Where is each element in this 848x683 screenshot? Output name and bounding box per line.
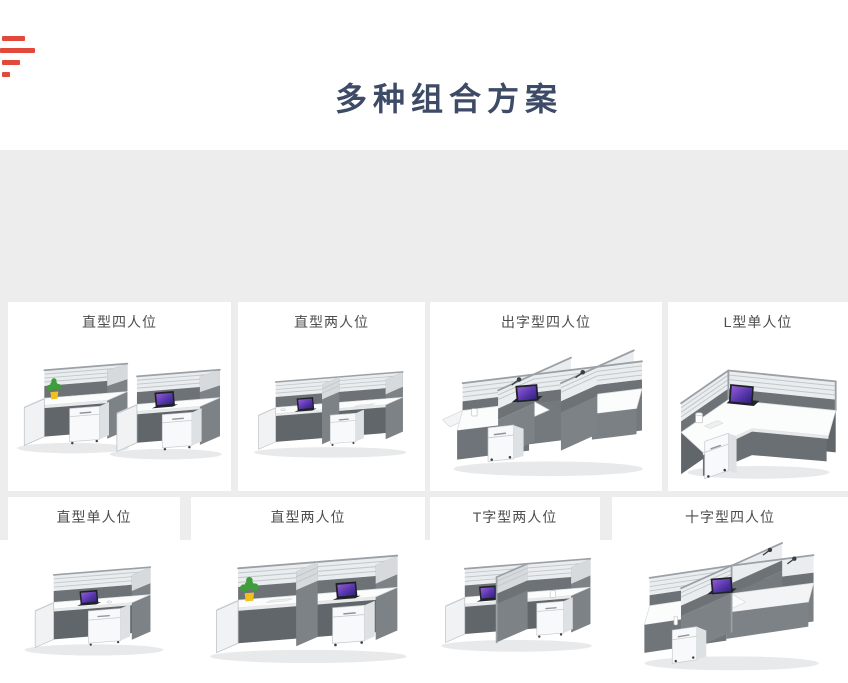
product-card-cross-4-seat: 十字型四人位 (612, 497, 848, 683)
product-label: L型单人位 (723, 314, 793, 330)
product-label: 出字型四人位 (501, 314, 591, 330)
product-card-straight-2-seat-b: 直型两人位 (191, 497, 425, 683)
desk-image-straight-1-seat (11, 529, 176, 679)
mobile-cabinet (671, 626, 707, 664)
product-grid: 直型四人位 (0, 150, 848, 683)
laptop (726, 384, 759, 406)
mobile-cabinet (329, 409, 364, 446)
product-card-t-2-seat: T字型两人位 (430, 497, 600, 683)
product-card-straight-4-seat: 直型四人位 (8, 302, 231, 491)
desk-unit-right (116, 368, 222, 453)
desk-image-straight-2-seat-b (196, 529, 421, 679)
product-card-straight-2-seat: 直型两人位 (238, 302, 425, 491)
mobile-cabinet (703, 432, 737, 480)
desk-image-t-2-seat (433, 529, 596, 679)
desk-unit-left (24, 362, 129, 446)
laptop (511, 384, 543, 403)
center-divider (295, 561, 318, 647)
logo-bar-icon (0, 48, 35, 53)
page-title: 多种组合方案 (334, 81, 563, 117)
desk-image-l-1-seat (672, 334, 845, 487)
mobile-cabinet (331, 600, 375, 647)
product-card-l-1-seat: L型单人位 (668, 302, 848, 491)
mobile-cabinet (536, 597, 574, 638)
laptop (294, 397, 317, 412)
laptop (152, 391, 179, 409)
page-background: 多种组合方案 直型四人位 (0, 36, 848, 683)
product-label: 直型两人位 (270, 509, 346, 525)
product-label: T字型两人位 (472, 509, 558, 525)
cross-wall-front-halves (496, 349, 635, 458)
logo-bar-icon (2, 36, 25, 41)
product-label: 十字型四人位 (685, 509, 775, 525)
product-label: 直型四人位 (82, 314, 157, 330)
desk-image-straight-4-seat (12, 334, 226, 487)
desk-lamp (510, 369, 585, 386)
logo-bar-icon (2, 72, 10, 77)
stem-partition (496, 562, 529, 644)
product-label: 直型两人位 (294, 314, 369, 330)
product-card-straight-1-seat: 直型单人位 (8, 497, 180, 683)
brand-logo (0, 36, 40, 84)
desk-image-chu-4-seat (435, 334, 658, 487)
desk-image-cross-4-seat (617, 529, 844, 679)
product-card-chu-4-seat: 出字型四人位 (430, 302, 662, 491)
plant (46, 378, 62, 400)
logo-bar-icon (2, 60, 20, 65)
desk-image-straight-2-seat (242, 334, 422, 487)
mobile-cabinet (487, 424, 524, 462)
mobile-cabinet (88, 604, 131, 646)
product-label: 直型单人位 (56, 509, 132, 525)
